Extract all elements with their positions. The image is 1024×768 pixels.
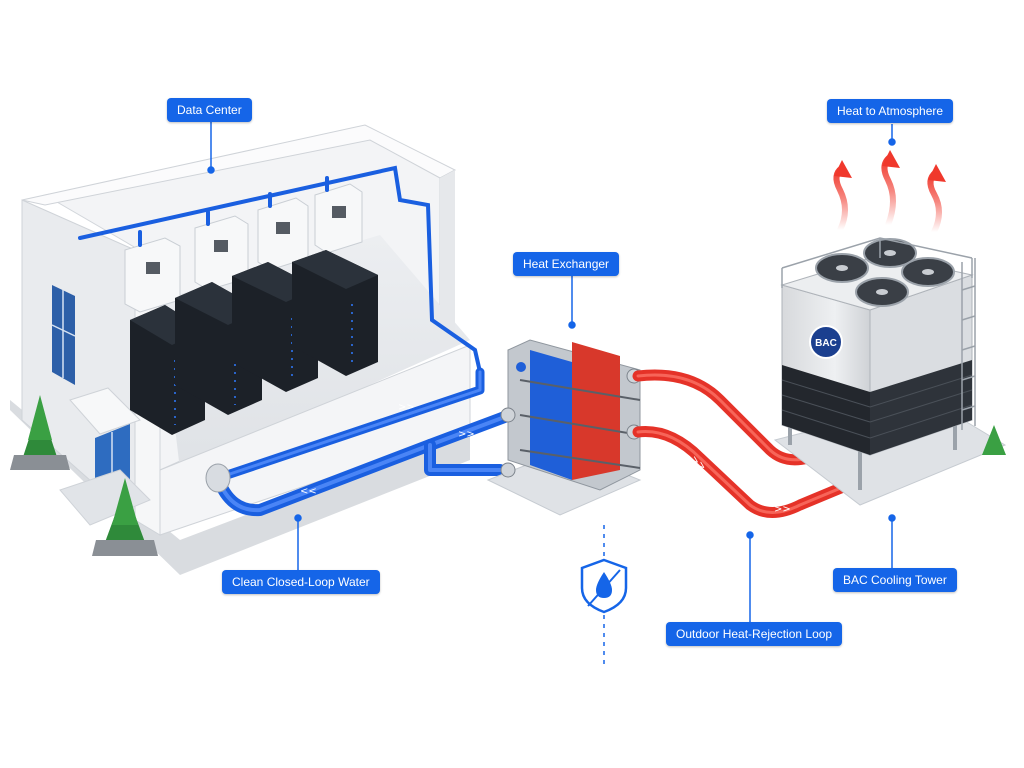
fan-icon <box>901 257 955 287</box>
hx-logo-badge <box>516 362 526 372</box>
label-heat-to-atmosphere: Heat to Atmosphere <box>827 99 954 123</box>
tower-louver-right <box>870 360 972 455</box>
tower-railing <box>781 237 973 288</box>
label-heat-exchanger: Heat Exchanger <box>513 252 620 276</box>
indoor-pipes <box>78 165 482 374</box>
clean-loop-pipes: >> << >> <box>205 367 516 517</box>
entrance-canopy <box>69 387 141 435</box>
heat-exchanger <box>486 339 642 516</box>
svg-text:<<: << <box>686 391 706 410</box>
leader-lines <box>207 122 896 665</box>
crac-units <box>124 183 363 313</box>
fan-icon <box>855 277 909 307</box>
svg-text:>>: >> <box>398 402 415 413</box>
heat-arrow-icon <box>927 164 946 235</box>
tree-icon <box>92 478 158 556</box>
hx-cold-plates <box>530 350 572 480</box>
cooling-tower: BAC <box>773 237 1007 506</box>
label-cooling-tower: BAC Cooling Tower <box>833 568 957 592</box>
fan-icon <box>863 238 917 268</box>
crac-unit <box>314 183 363 254</box>
data-center-building <box>10 124 482 575</box>
bac-logo-text: BAC <box>815 338 837 349</box>
tree-icon <box>982 425 1006 455</box>
svg-text:>>: >> <box>458 429 475 440</box>
crac-unit <box>257 197 309 271</box>
heat-arrows <box>833 150 946 235</box>
server-rack-row <box>292 250 378 376</box>
tree-icon <box>10 395 70 470</box>
svg-text:<<: << <box>300 486 317 497</box>
svg-text:>>: >> <box>774 504 791 515</box>
heat-arrow-icon <box>833 160 852 233</box>
tower-ladder <box>961 258 976 430</box>
fan-icon <box>815 253 869 283</box>
heat-arrow-icon <box>881 150 900 228</box>
label-clean-loop: Clean Closed-Loop Water <box>222 570 380 594</box>
building-right-upper-wall <box>440 170 455 350</box>
bac-logo <box>809 325 843 359</box>
crac-unit <box>124 237 181 313</box>
label-outdoor-loop: Outdoor Heat-Rejection Loop <box>666 622 843 646</box>
server-racks <box>130 250 378 435</box>
tower-louver-left <box>782 365 870 455</box>
entrance-steps <box>59 469 151 526</box>
hx-hot-plates <box>572 342 620 480</box>
water-drop-shield-icon <box>580 558 628 614</box>
crac-unit <box>194 215 249 291</box>
label-data-center: Data Center <box>167 98 252 122</box>
